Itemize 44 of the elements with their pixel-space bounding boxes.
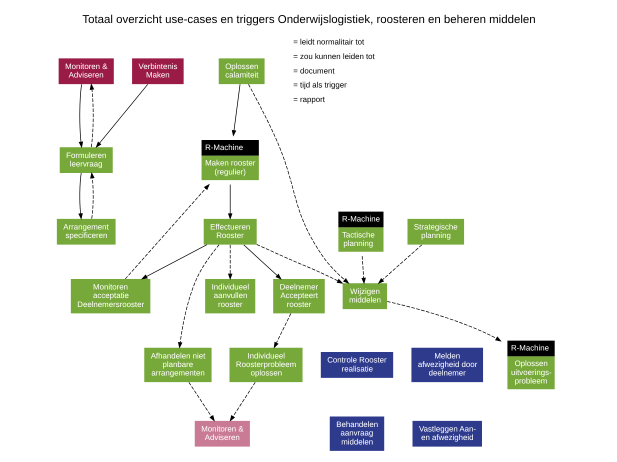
node-box: Monitoren & Adviseren xyxy=(58,58,114,84)
legend-label: = document xyxy=(292,66,334,76)
arrow xyxy=(360,256,366,284)
node-box: Arrangement specificeren xyxy=(56,218,116,245)
node-box: Vastleggen Aan- en afwezigheid xyxy=(412,420,482,447)
node-box: Individueel aanvullen rooster xyxy=(204,279,255,314)
arrow xyxy=(386,301,502,342)
node-box: Individueel Roosterprobleem oplossen xyxy=(229,348,302,382)
arrow xyxy=(256,244,343,284)
arrow xyxy=(377,244,422,284)
node-box: Wijzigen middelen xyxy=(342,283,387,310)
node-box: Effectueren Rooster xyxy=(203,218,256,245)
arrow xyxy=(227,184,232,220)
arrow xyxy=(124,184,210,280)
arrow xyxy=(227,244,232,280)
node-box: Strategische planning xyxy=(407,218,464,245)
arrow xyxy=(89,83,94,148)
legend-label: = rapport xyxy=(292,94,324,104)
node-box: Controle Rooster realisatie xyxy=(320,352,393,378)
node-box: Monitoren acceptatie Deelnemersrooster xyxy=(70,279,150,314)
arrow xyxy=(78,172,82,220)
legend-label: = tijd als trigger xyxy=(292,80,346,90)
node-box: Afhandelen niet planbare arrangementen xyxy=(144,348,212,382)
node-box: Oplossen calamiteit xyxy=(218,58,264,84)
arrow xyxy=(95,84,148,148)
node-box: Melden afwezigheid door deelnemer xyxy=(410,348,483,382)
legend-label: = zou kunnen leiden tot xyxy=(292,52,374,61)
arrow xyxy=(229,382,256,422)
legend-label: = leidt normalitair tot xyxy=(292,38,364,47)
node-box: Verbintenis Maken xyxy=(132,58,184,84)
arrow xyxy=(231,84,240,137)
diagram-title: Totaal overzicht use-cases en triggers Onderwijslogistiek, roosteren en beheren middelen xyxy=(82,14,536,26)
node-box: Deelnemer Accepteert rooster xyxy=(272,279,324,314)
arrow xyxy=(273,313,291,349)
node-box: Monitoren & Adviseren xyxy=(194,420,250,447)
arrow xyxy=(177,244,219,349)
arrow xyxy=(188,382,214,422)
arrow xyxy=(140,244,207,280)
node-box: Behandelen aanvraag middelen xyxy=(329,416,384,451)
arrow xyxy=(90,172,94,220)
node-box: Formuleren leervraag xyxy=(59,147,112,173)
arrow xyxy=(248,84,349,284)
arrow xyxy=(78,84,83,148)
arrow xyxy=(242,244,282,280)
